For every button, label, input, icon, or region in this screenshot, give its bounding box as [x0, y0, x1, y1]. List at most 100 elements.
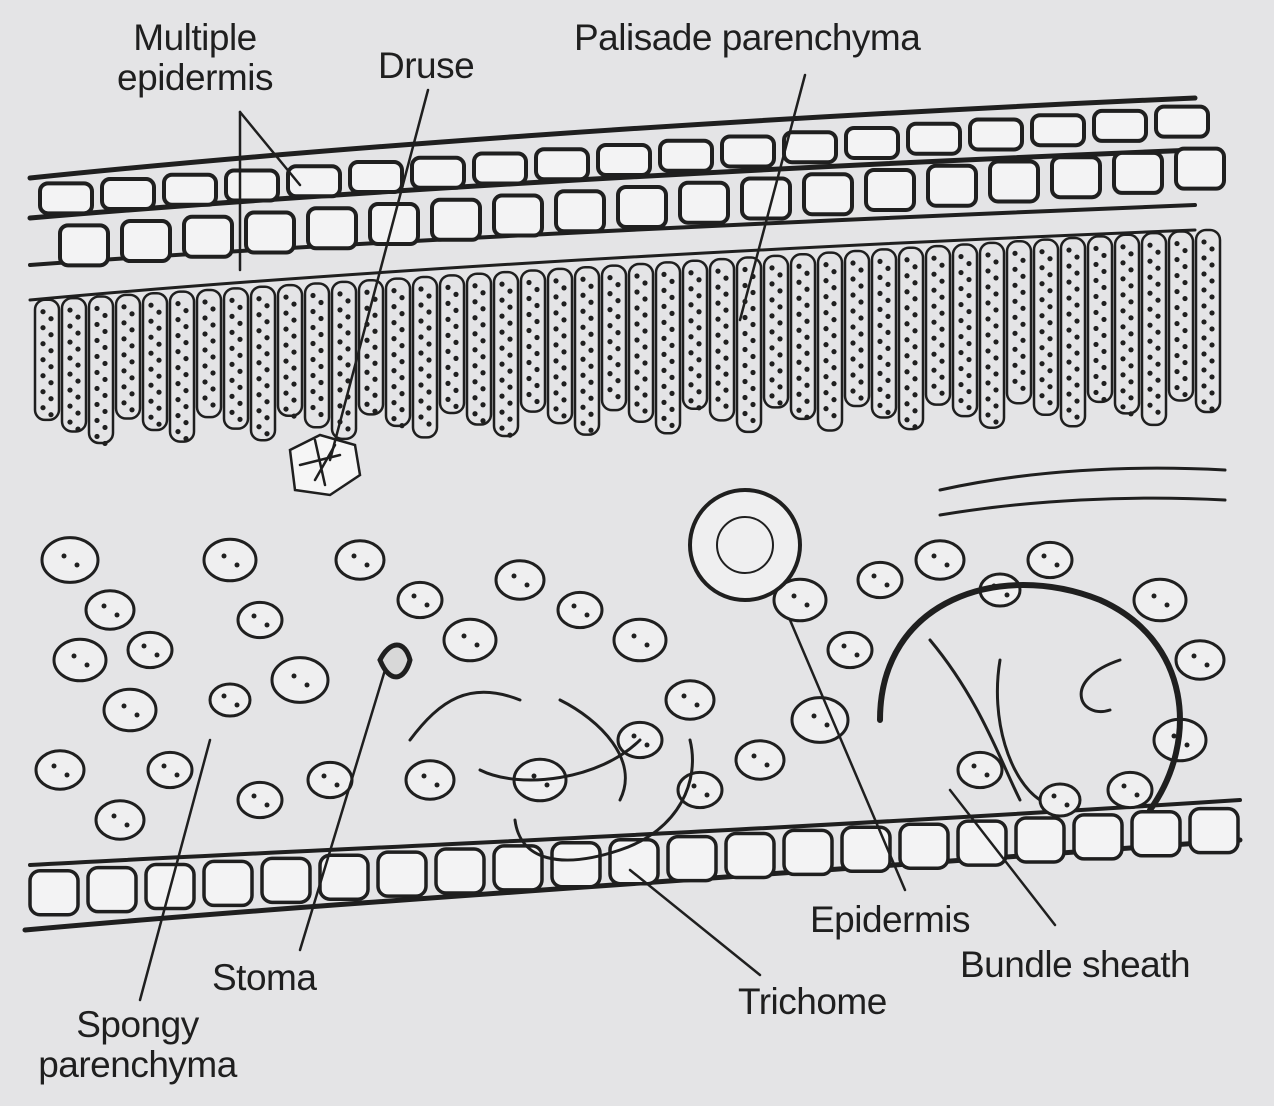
chloroplast [985, 348, 990, 353]
chloroplast [958, 302, 963, 307]
chloroplast [1209, 278, 1214, 283]
chloroplast [850, 276, 855, 281]
chloroplast [580, 405, 585, 410]
chloroplast [661, 384, 666, 389]
chloroplast [877, 355, 882, 360]
chloroplast [580, 325, 585, 330]
chloroplast [904, 289, 909, 294]
chloroplast [210, 338, 215, 343]
spongy-cell [958, 752, 1002, 787]
chloroplast [1093, 358, 1098, 363]
chloroplast [526, 328, 531, 333]
chloroplast [121, 320, 126, 325]
chloroplast [472, 379, 477, 384]
chloroplast [885, 266, 890, 271]
chloroplast [94, 306, 99, 311]
chloroplast [526, 344, 531, 349]
hypodermis-cell [432, 200, 480, 240]
chloroplast [931, 304, 936, 309]
chloroplast [507, 369, 512, 374]
chloroplast [607, 355, 612, 360]
chloroplast [1047, 288, 1052, 293]
chloroplast [183, 372, 188, 377]
chloroplast [1201, 335, 1206, 340]
chloroplast [426, 293, 431, 298]
chloroplast [1120, 356, 1125, 361]
upper-epidermis-cell [474, 154, 526, 184]
chloroplast [561, 285, 566, 290]
chloroplast [1074, 350, 1079, 355]
chloroplast [796, 376, 801, 381]
chloroplast [222, 694, 227, 699]
chloroplast [40, 405, 45, 410]
chloroplast [310, 373, 315, 378]
chloroplast [580, 357, 585, 362]
chloroplast [1074, 286, 1079, 291]
palisade-cell [116, 295, 140, 419]
chloroplast [67, 403, 72, 408]
chloroplast [688, 398, 693, 403]
chloroplast [545, 783, 550, 788]
chloroplast [229, 410, 234, 415]
chloroplast [102, 329, 107, 334]
label-spongy-parenchyma: Spongy parenchyma [10, 1005, 265, 1085]
chloroplast [823, 326, 828, 331]
chloroplast [422, 774, 427, 779]
chloroplast [310, 389, 315, 394]
chloroplast [1182, 264, 1187, 269]
chloroplast [831, 381, 836, 386]
chloroplast [283, 358, 288, 363]
chloroplast [229, 394, 234, 399]
chloroplast [526, 376, 531, 381]
chloroplast [480, 306, 485, 311]
chloroplast [1012, 315, 1017, 320]
chloroplast [202, 299, 207, 304]
chloroplast [1209, 246, 1214, 251]
chloroplast [1066, 391, 1071, 396]
chloroplast [1093, 278, 1098, 283]
chloroplast [229, 346, 234, 351]
chloroplast [210, 322, 215, 327]
chloroplast [472, 363, 477, 368]
chloroplast [831, 301, 836, 306]
chloroplast [1020, 354, 1025, 359]
chloroplast [1066, 375, 1071, 380]
chloroplast [472, 283, 477, 288]
chloroplast [391, 384, 396, 389]
chloroplast [391, 368, 396, 373]
chloroplast [723, 356, 728, 361]
chloroplast [1182, 280, 1187, 285]
chloroplast [337, 307, 342, 312]
chloroplast [1209, 406, 1214, 411]
chloroplast [1155, 250, 1160, 255]
chloroplast [615, 282, 620, 287]
chloroplast [94, 418, 99, 423]
chloroplast [842, 644, 847, 649]
chloroplast [877, 371, 882, 376]
hypodermis-cell [742, 178, 790, 218]
chloroplast [264, 431, 269, 436]
chloroplast [958, 398, 963, 403]
chloroplast [418, 350, 423, 355]
chloroplast [391, 352, 396, 357]
spongy-cell [308, 762, 352, 797]
chloroplast [642, 280, 647, 285]
chloroplast [912, 328, 917, 333]
chloroplast [1047, 336, 1052, 341]
chloroplast [885, 298, 890, 303]
chloroplast [966, 405, 971, 410]
chloroplast [1201, 399, 1206, 404]
chloroplast [1174, 321, 1179, 326]
chloroplast [904, 337, 909, 342]
chloroplast [966, 389, 971, 394]
chloroplast [237, 353, 242, 358]
chloroplast [507, 417, 512, 422]
chloroplast [885, 378, 890, 383]
chloroplast [364, 402, 369, 407]
chloroplast [1120, 292, 1125, 297]
palisade-cell [953, 245, 977, 417]
spongy-cell [36, 751, 84, 789]
chloroplast [993, 403, 998, 408]
chloroplast [742, 347, 747, 352]
